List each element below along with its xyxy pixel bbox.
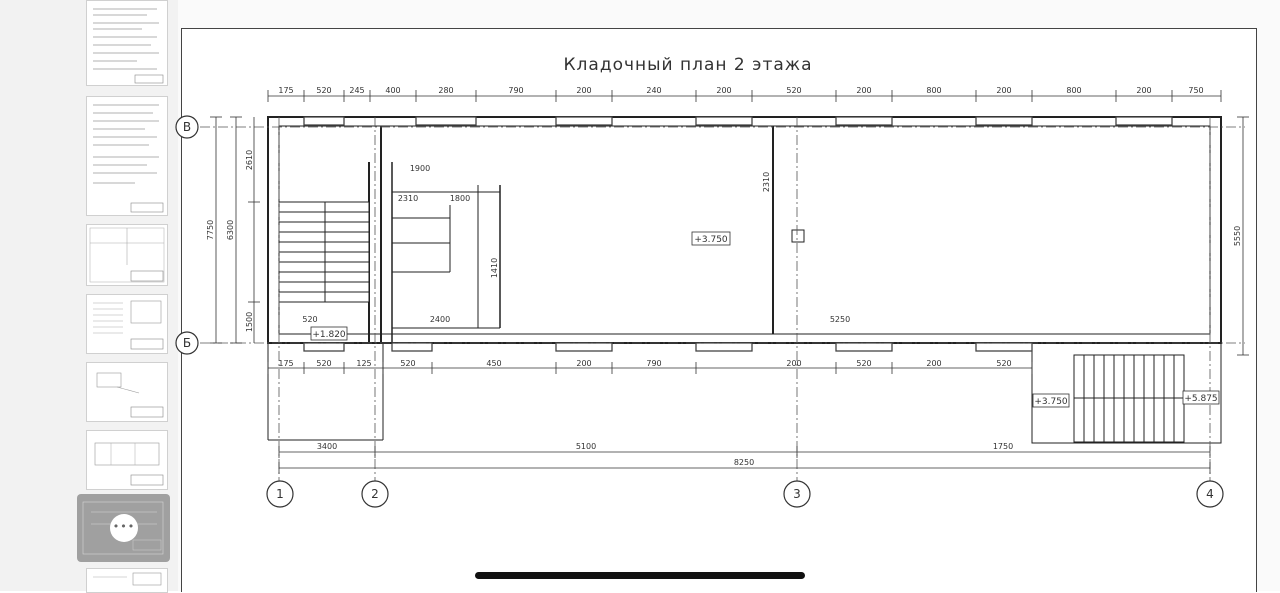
page-thumbnail[interactable] — [86, 362, 168, 422]
dimension-label: 3 — [793, 487, 801, 501]
dimension-label: 8250 — [734, 458, 754, 467]
dimension-label: 4 — [1206, 487, 1214, 501]
page-thumbnail[interactable] — [86, 0, 168, 86]
dimension-label: 520 — [316, 359, 331, 368]
dimension-label: 2610 — [245, 150, 254, 170]
drawing-title: Кладочный план 2 этажа — [563, 55, 812, 75]
dimension-label: 520 — [316, 86, 331, 95]
dimension-label: 1 — [276, 487, 284, 501]
page-thumbnail[interactable] — [86, 96, 168, 216]
horizontal-scrollbar[interactable] — [475, 572, 805, 579]
dimension-label: 2310 — [398, 194, 418, 203]
dimension-label: 175 — [278, 86, 293, 95]
dimension-label: 200 — [856, 86, 871, 95]
dimension-label: 800 — [926, 86, 941, 95]
axis-bubble-2 — [361, 480, 389, 508]
dimension-label: 450 — [486, 359, 501, 368]
dimension-label: 2310 — [762, 172, 771, 192]
level-mark: +1.820 — [312, 330, 346, 340]
page-thumbnail[interactable] — [86, 224, 168, 286]
dimension-label: 520 — [400, 359, 415, 368]
dimension-label: 520 — [302, 315, 317, 324]
thumbnail-sidebar: ••• — [0, 0, 179, 593]
dimension-label: 520 — [856, 359, 871, 368]
dimension-label: 1800 — [450, 194, 470, 203]
page-thumbnail[interactable] — [86, 430, 168, 490]
axis-bubble-V — [175, 115, 199, 139]
dimension-label: 5550 — [1233, 226, 1242, 246]
dimension-label: 6300 — [226, 220, 235, 240]
dimension-label: 790 — [508, 86, 523, 95]
axis-bubble-1 — [266, 480, 294, 508]
dimension-label: 200 — [786, 359, 801, 368]
dimension-label: 2 — [371, 487, 379, 501]
dimension-label: 240 — [646, 86, 661, 95]
dimension-label: 7750 — [206, 220, 215, 240]
level-mark: +3.750 — [1034, 397, 1068, 407]
axis-bubble-3 — [783, 480, 811, 508]
dimension-label: 200 — [716, 86, 731, 95]
axis-bubble-4 — [1196, 480, 1224, 508]
dimension-label: 175 — [278, 359, 293, 368]
dimension-label: 400 — [385, 86, 400, 95]
dimension-label: 5100 — [576, 442, 596, 451]
dimension-label: 200 — [996, 86, 1011, 95]
dimension-label: 5250 — [830, 315, 850, 324]
dimension-label: 790 — [646, 359, 661, 368]
level-mark: +5.875 — [1184, 394, 1217, 404]
dimension-label: 520 — [786, 86, 801, 95]
dimension-label: 200 — [926, 359, 941, 368]
dimension-label: 200 — [576, 86, 591, 95]
dimension-label: 245 — [349, 86, 364, 95]
dimension-label: 200 — [1136, 86, 1151, 95]
dimension-label: 3400 — [317, 442, 337, 451]
dimension-label: 1410 — [490, 258, 499, 278]
page-thumbnail[interactable] — [86, 294, 168, 354]
dimension-label: 800 — [1066, 86, 1081, 95]
dimension-label: 520 — [996, 359, 1011, 368]
dimension-label: В — [183, 120, 191, 134]
dimension-label: 750 — [1188, 86, 1203, 95]
more-options-icon[interactable]: ••• — [110, 514, 138, 542]
dimension-label: 280 — [438, 86, 453, 95]
dimension-label: 1750 — [993, 442, 1013, 451]
dimension-label: 125 — [356, 359, 371, 368]
dimension-label: 2400 — [430, 315, 450, 324]
dimension-label: 200 — [576, 359, 591, 368]
level-mark: +3.750 — [694, 235, 728, 245]
axis-bubble-B — [175, 331, 199, 355]
dimension-label: 1900 — [410, 164, 430, 173]
dimension-label: 1500 — [245, 312, 254, 332]
dimension-label: Б — [183, 336, 191, 350]
